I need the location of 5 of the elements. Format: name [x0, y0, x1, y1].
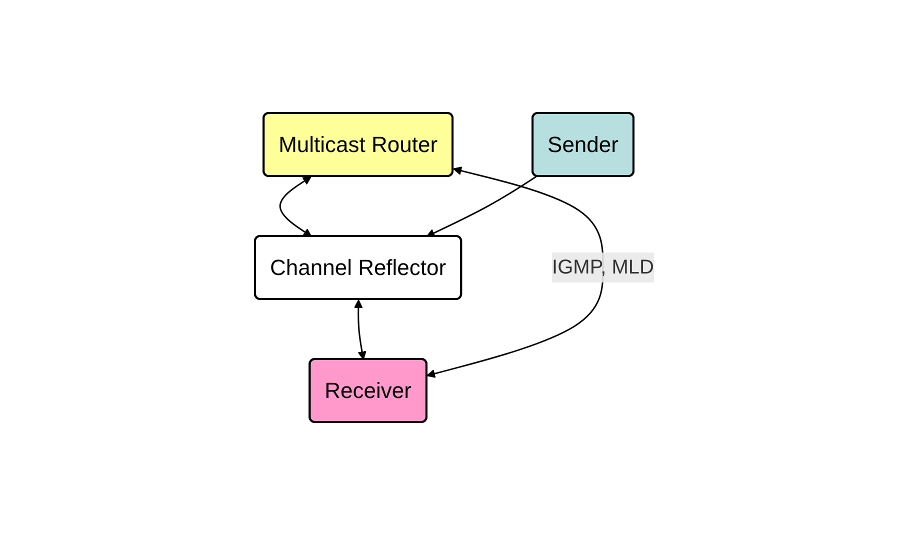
arrow [354, 300, 366, 360]
arrow [426, 166, 604, 378]
arrow [426, 176, 537, 238]
arrow [278, 176, 312, 237]
edge-label: IGMP, MLD [552, 256, 654, 278]
